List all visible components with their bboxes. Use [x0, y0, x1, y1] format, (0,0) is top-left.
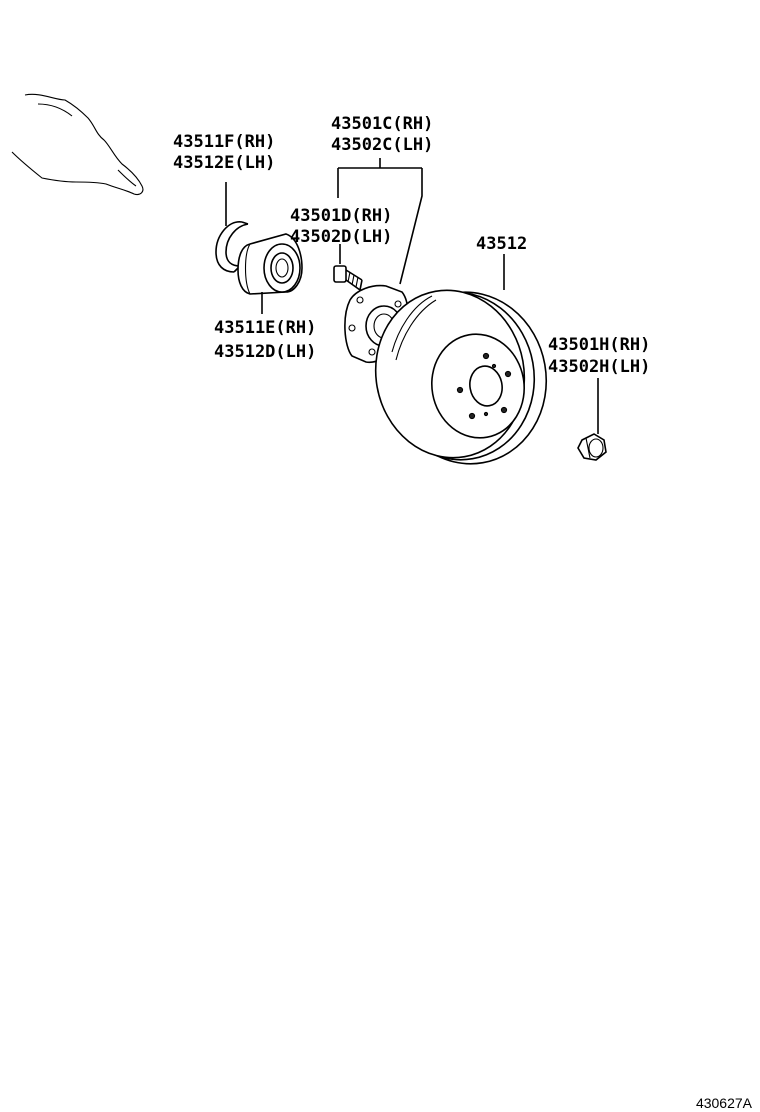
hub-bearing [237, 233, 303, 295]
label-bearing-rh: 43511E(RH) [214, 318, 316, 338]
label-hub-bolt-rh: 43501D(RH) [290, 206, 392, 226]
label-hub-rh: 43501C(RH) [331, 114, 433, 134]
label-disc: 43512 [476, 234, 527, 254]
label-snap-ring-rh: 43511F(RH) [173, 132, 275, 152]
label-hub-lh: 43502C(LH) [331, 135, 433, 155]
label-nut-lh: 43502H(LH) [548, 357, 650, 377]
hub-nut [577, 433, 607, 461]
label-nut-rh: 43501H(RH) [548, 335, 650, 355]
brake-disc [374, 289, 548, 465]
label-snap-ring-lh: 43512E(LH) [173, 153, 275, 173]
label-hub-bolt-lh: 43502D(LH) [290, 227, 392, 247]
hub-bolt [333, 265, 363, 291]
steering-knuckle-outline [11, 93, 144, 196]
leader-lines [225, 158, 599, 434]
reference-code: 430627A [696, 1095, 753, 1111]
label-bearing-lh: 43512D(LH) [214, 342, 316, 362]
